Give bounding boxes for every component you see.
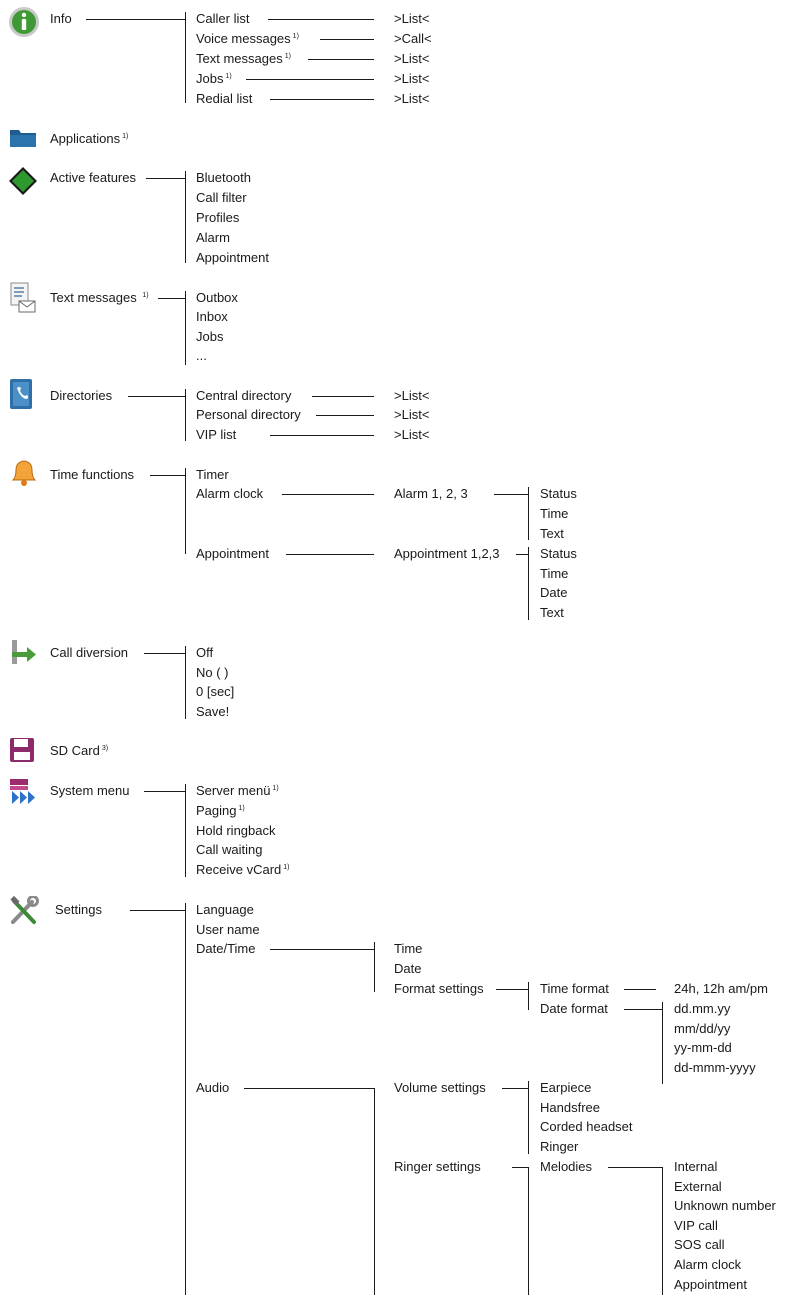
call-diversion-no[interactable]: No ( ) bbox=[196, 665, 229, 680]
format-time-format[interactable]: Time format bbox=[540, 981, 609, 996]
date-format-mm-dd-yy[interactable]: mm/dd/yy bbox=[674, 1021, 731, 1036]
volume-corded-headset[interactable]: Corded headset bbox=[540, 1119, 633, 1134]
text-messages-jobs[interactable]: Jobs bbox=[196, 329, 224, 344]
bell-icon[interactable] bbox=[9, 458, 37, 488]
text-messages-inbox[interactable]: Inbox bbox=[196, 309, 228, 324]
alarm-time[interactable]: Time bbox=[540, 506, 569, 521]
info-item-text-messages-target: >List< bbox=[394, 51, 430, 66]
time-format-options[interactable]: 24h, 12h am/pm bbox=[674, 981, 768, 996]
settings-audio[interactable]: Audio bbox=[196, 1080, 230, 1095]
info-item-redial-list[interactable]: Redial list bbox=[196, 91, 253, 106]
directory-central-target: >List< bbox=[394, 388, 430, 403]
date-format-dd-mm-yy[interactable]: dd.mm.yy bbox=[674, 1001, 731, 1016]
directory-vip-target: >List< bbox=[394, 427, 430, 442]
date-time-format-settings[interactable]: Format settings bbox=[394, 981, 484, 996]
active-feature-bluetooth[interactable]: Bluetooth bbox=[196, 170, 251, 185]
diamond-icon[interactable] bbox=[8, 166, 38, 196]
directory-personal-target: >List< bbox=[394, 407, 430, 422]
volume-ringer[interactable]: Ringer bbox=[540, 1139, 579, 1154]
appointment-text[interactable]: Text bbox=[540, 605, 564, 620]
format-date-format[interactable]: Date format bbox=[540, 1001, 608, 1016]
system-menu-icon[interactable] bbox=[8, 778, 38, 806]
volume-handsfree[interactable]: Handsfree bbox=[540, 1100, 600, 1115]
menu-system-menu[interactable]: System menu bbox=[50, 783, 130, 798]
directory-central[interactable]: Central directory bbox=[196, 388, 292, 403]
appointment-time[interactable]: Time bbox=[540, 566, 569, 581]
melody-unknown-number[interactable]: Unknown number bbox=[674, 1198, 776, 1213]
menu-active-features[interactable]: Active features bbox=[50, 170, 136, 185]
active-feature-appointment[interactable]: Appointment bbox=[196, 250, 269, 265]
system-menu-call-waiting[interactable]: Call waiting bbox=[196, 842, 263, 857]
settings-date-time[interactable]: Date/Time bbox=[196, 941, 256, 956]
call-diversion-icon[interactable] bbox=[9, 638, 37, 668]
info-item-caller-list-target: >List< bbox=[394, 11, 430, 26]
info-item-redial-list-target: >List< bbox=[394, 91, 430, 106]
phonebook-icon[interactable] bbox=[9, 378, 33, 410]
directory-vip[interactable]: VIP list bbox=[196, 427, 237, 442]
alarm-text[interactable]: Text bbox=[540, 526, 564, 541]
audio-ringer-settings[interactable]: Ringer settings bbox=[394, 1159, 481, 1174]
directory-personal[interactable]: Personal directory bbox=[196, 407, 301, 422]
melody-sos-call[interactable]: SOS call bbox=[674, 1237, 725, 1252]
active-feature-profiles[interactable]: Profiles bbox=[196, 210, 240, 225]
settings-user-name[interactable]: User name bbox=[196, 922, 260, 937]
call-diversion-off[interactable]: Off bbox=[196, 645, 214, 660]
date-format-yy-mm-dd[interactable]: yy-mm-dd bbox=[674, 1040, 732, 1055]
active-feature-alarm[interactable]: Alarm bbox=[196, 230, 230, 245]
melody-vip-call[interactable]: VIP call bbox=[674, 1218, 718, 1233]
date-format-dd-mmm-yyyy[interactable]: dd-mmm-yyyy bbox=[674, 1060, 756, 1075]
melody-internal[interactable]: Internal bbox=[674, 1159, 718, 1174]
folder-icon[interactable] bbox=[9, 126, 37, 148]
time-functions-timer[interactable]: Timer bbox=[196, 467, 229, 482]
message-icon[interactable] bbox=[10, 282, 36, 314]
sd-card-icon[interactable] bbox=[9, 737, 35, 763]
melody-alarm-clock[interactable]: Alarm clock bbox=[674, 1257, 742, 1272]
system-menu-hold-ringback[interactable]: Hold ringback bbox=[196, 823, 276, 838]
alarm-status[interactable]: Status bbox=[540, 486, 577, 501]
settings-language[interactable]: Language bbox=[196, 902, 254, 917]
appointment-status[interactable]: Status bbox=[540, 546, 577, 561]
info-item-jobs-target: >List< bbox=[394, 71, 430, 86]
volume-earpiece[interactable]: Earpiece bbox=[540, 1080, 592, 1095]
call-diversion-seconds[interactable]: 0 [sec] bbox=[196, 684, 235, 699]
menu-call-diversion[interactable]: Call diversion bbox=[50, 645, 129, 660]
appointment-date[interactable]: Date bbox=[540, 585, 568, 600]
time-functions-appointment[interactable]: Appointment bbox=[196, 546, 269, 561]
info-item-caller-list[interactable]: Caller list bbox=[196, 11, 250, 26]
text-messages-outbox[interactable]: Outbox bbox=[196, 290, 238, 305]
ringer-melodies[interactable]: Melodies bbox=[540, 1159, 593, 1174]
melody-appointment[interactable]: Appointment bbox=[674, 1277, 747, 1292]
time-functions-alarm-clock[interactable]: Alarm clock bbox=[196, 486, 264, 501]
appointment-1-2-3[interactable]: Appointment 1,2,3 bbox=[394, 546, 500, 561]
menu-settings[interactable]: Settings bbox=[55, 902, 102, 917]
call-diversion-save[interactable]: Save! bbox=[196, 704, 230, 719]
info-item-voice-messages-target: >Call< bbox=[394, 31, 432, 46]
menu-info[interactable]: Info bbox=[50, 11, 72, 26]
alarm-clock-alarm-1-2-3[interactable]: Alarm 1, 2, 3 bbox=[394, 486, 468, 501]
menu-directories[interactable]: Directories bbox=[50, 388, 113, 403]
date-time-date[interactable]: Date bbox=[394, 961, 422, 976]
tools-icon[interactable] bbox=[8, 896, 40, 926]
text-messages-more[interactable]: ... bbox=[196, 348, 207, 363]
active-feature-call-filter[interactable]: Call filter bbox=[196, 190, 247, 205]
menu-time-functions[interactable]: Time functions bbox=[50, 467, 135, 482]
menu-text-messages[interactable]: Text messages 1) bbox=[50, 290, 149, 305]
date-time-time[interactable]: Time bbox=[394, 941, 423, 956]
melody-external[interactable]: External bbox=[674, 1179, 722, 1194]
info-icon[interactable] bbox=[8, 6, 40, 38]
audio-volume-settings[interactable]: Volume settings bbox=[394, 1080, 486, 1095]
